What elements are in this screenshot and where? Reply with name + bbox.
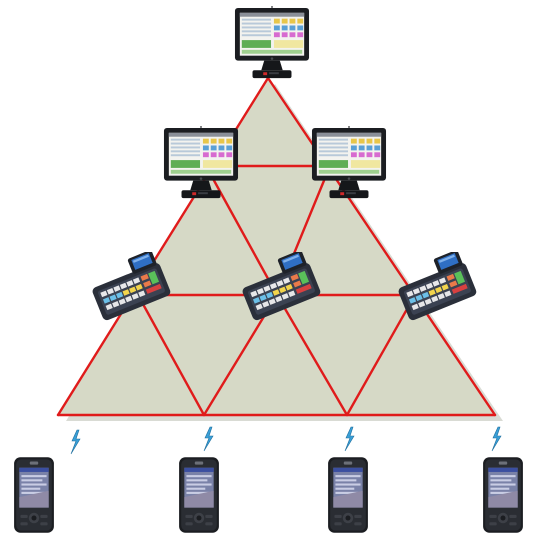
wireless-bolt-icon <box>70 429 81 455</box>
handheld-pda-icon <box>14 457 54 533</box>
wireless-bolt-icon <box>491 426 502 452</box>
network-link <box>345 293 417 417</box>
handheld-pda-icon <box>179 457 219 533</box>
touchscreen-pos-terminal-icon <box>234 6 310 79</box>
pyramid-fill <box>58 78 495 415</box>
wireless-bolt-icon <box>344 426 355 452</box>
network-link <box>266 76 497 417</box>
pyramid-body <box>58 78 495 415</box>
handheld-pda-icon <box>483 457 523 533</box>
wireless-bolt-icon <box>203 426 214 452</box>
handheld-pda-icon <box>328 457 368 533</box>
network-link <box>275 293 349 417</box>
network-link <box>136 293 206 417</box>
network-link <box>204 164 279 297</box>
